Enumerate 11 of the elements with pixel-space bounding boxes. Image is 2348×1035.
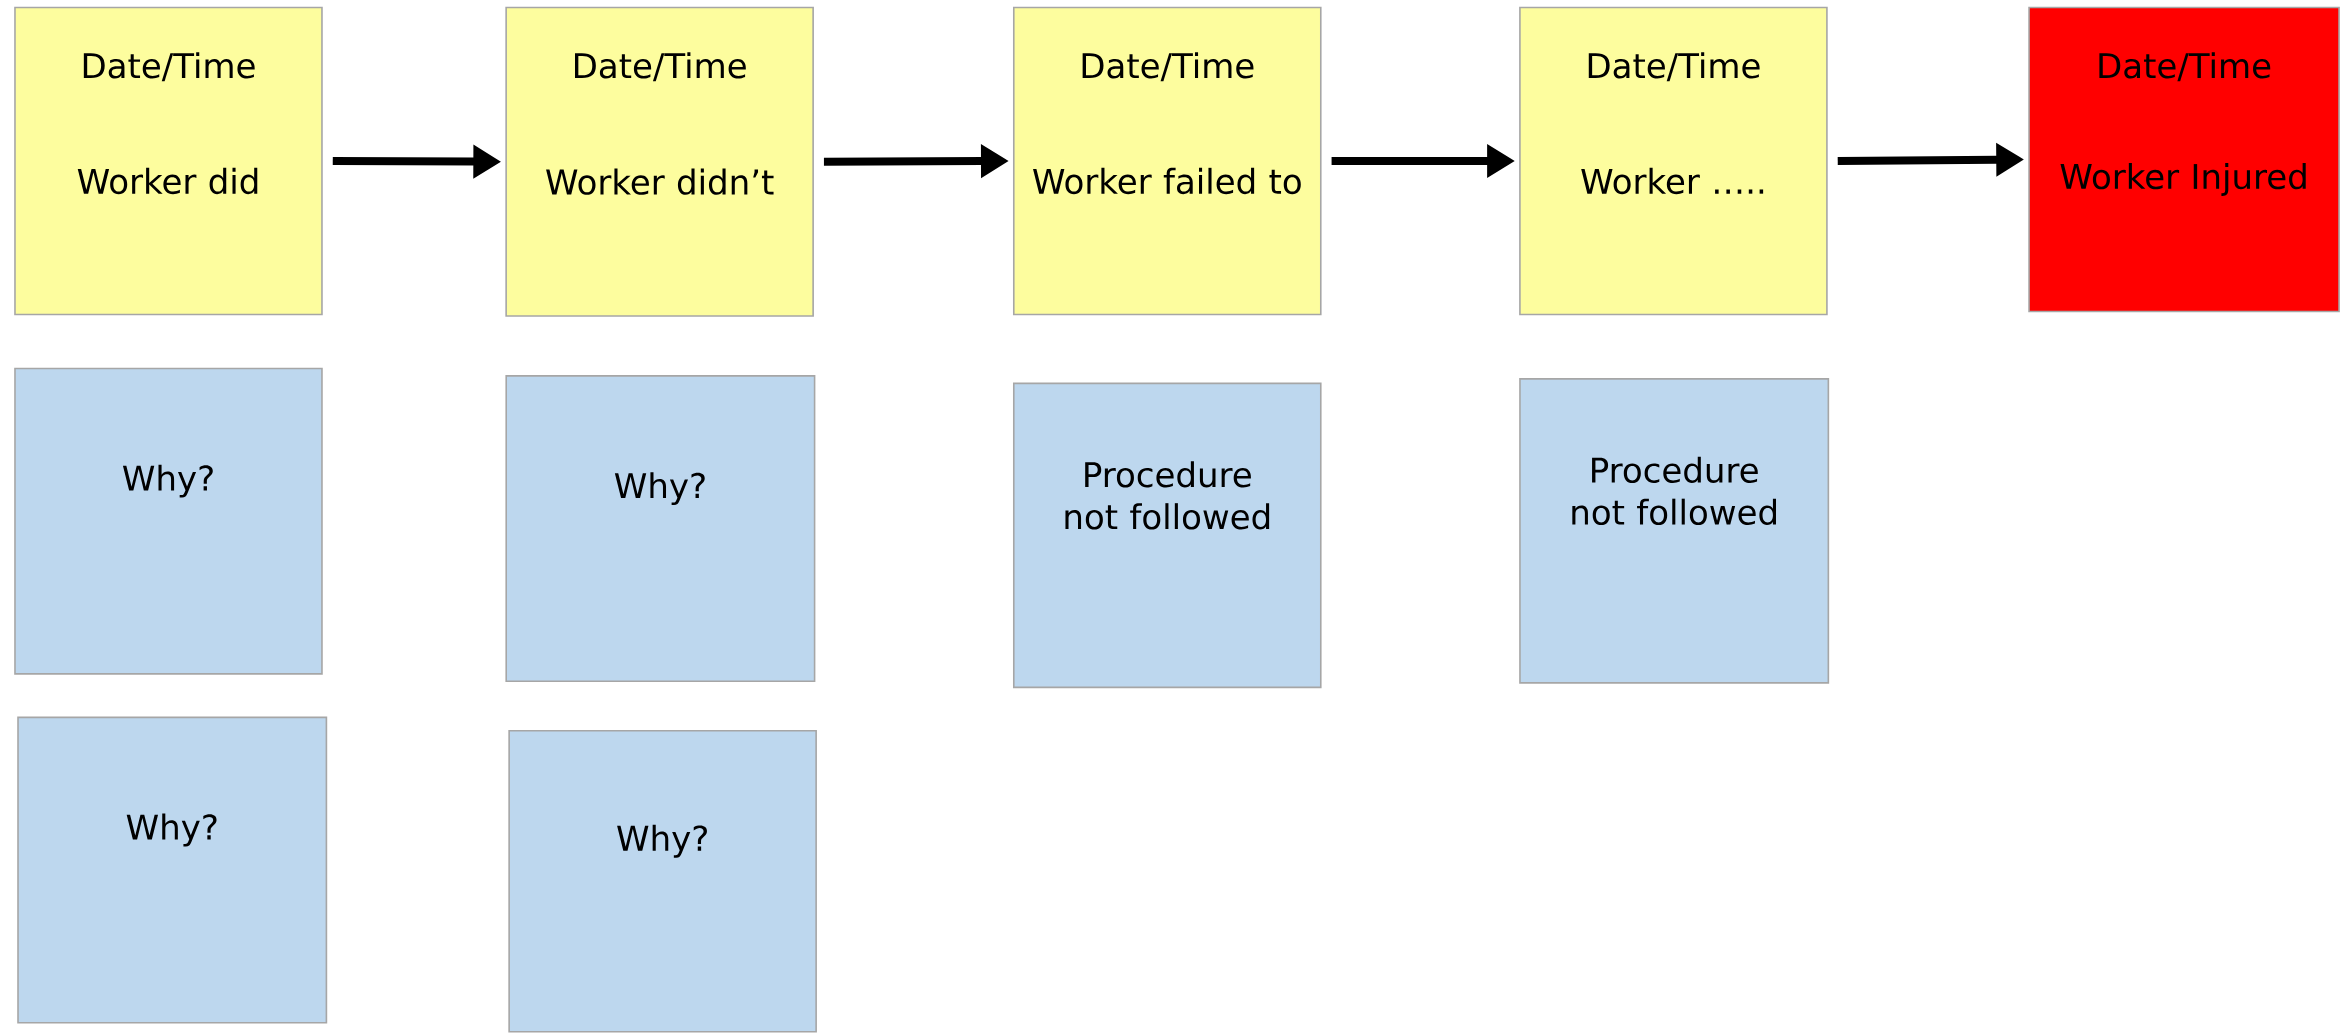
- sticky-note: Why?: [505, 375, 816, 683]
- sticky-note: Procedure not followed: [1519, 378, 1830, 684]
- sticky-note: Date/Time Worker …..: [1519, 6, 1828, 316]
- sticky-note: Date/Time Worker didn’t: [505, 6, 814, 317]
- sticky-note: Why?: [14, 367, 323, 675]
- sticky-note: Procedure not followed: [1013, 382, 1322, 689]
- sticky-note: Why?: [508, 729, 817, 1033]
- sticky-note: Date/Time Worker did: [14, 6, 323, 316]
- sticky-note: Date/Time Worker Injured: [2028, 6, 2340, 313]
- sticky-note: Why?: [17, 716, 328, 1024]
- sticky-note: Date/Time Worker failed to: [1013, 6, 1322, 316]
